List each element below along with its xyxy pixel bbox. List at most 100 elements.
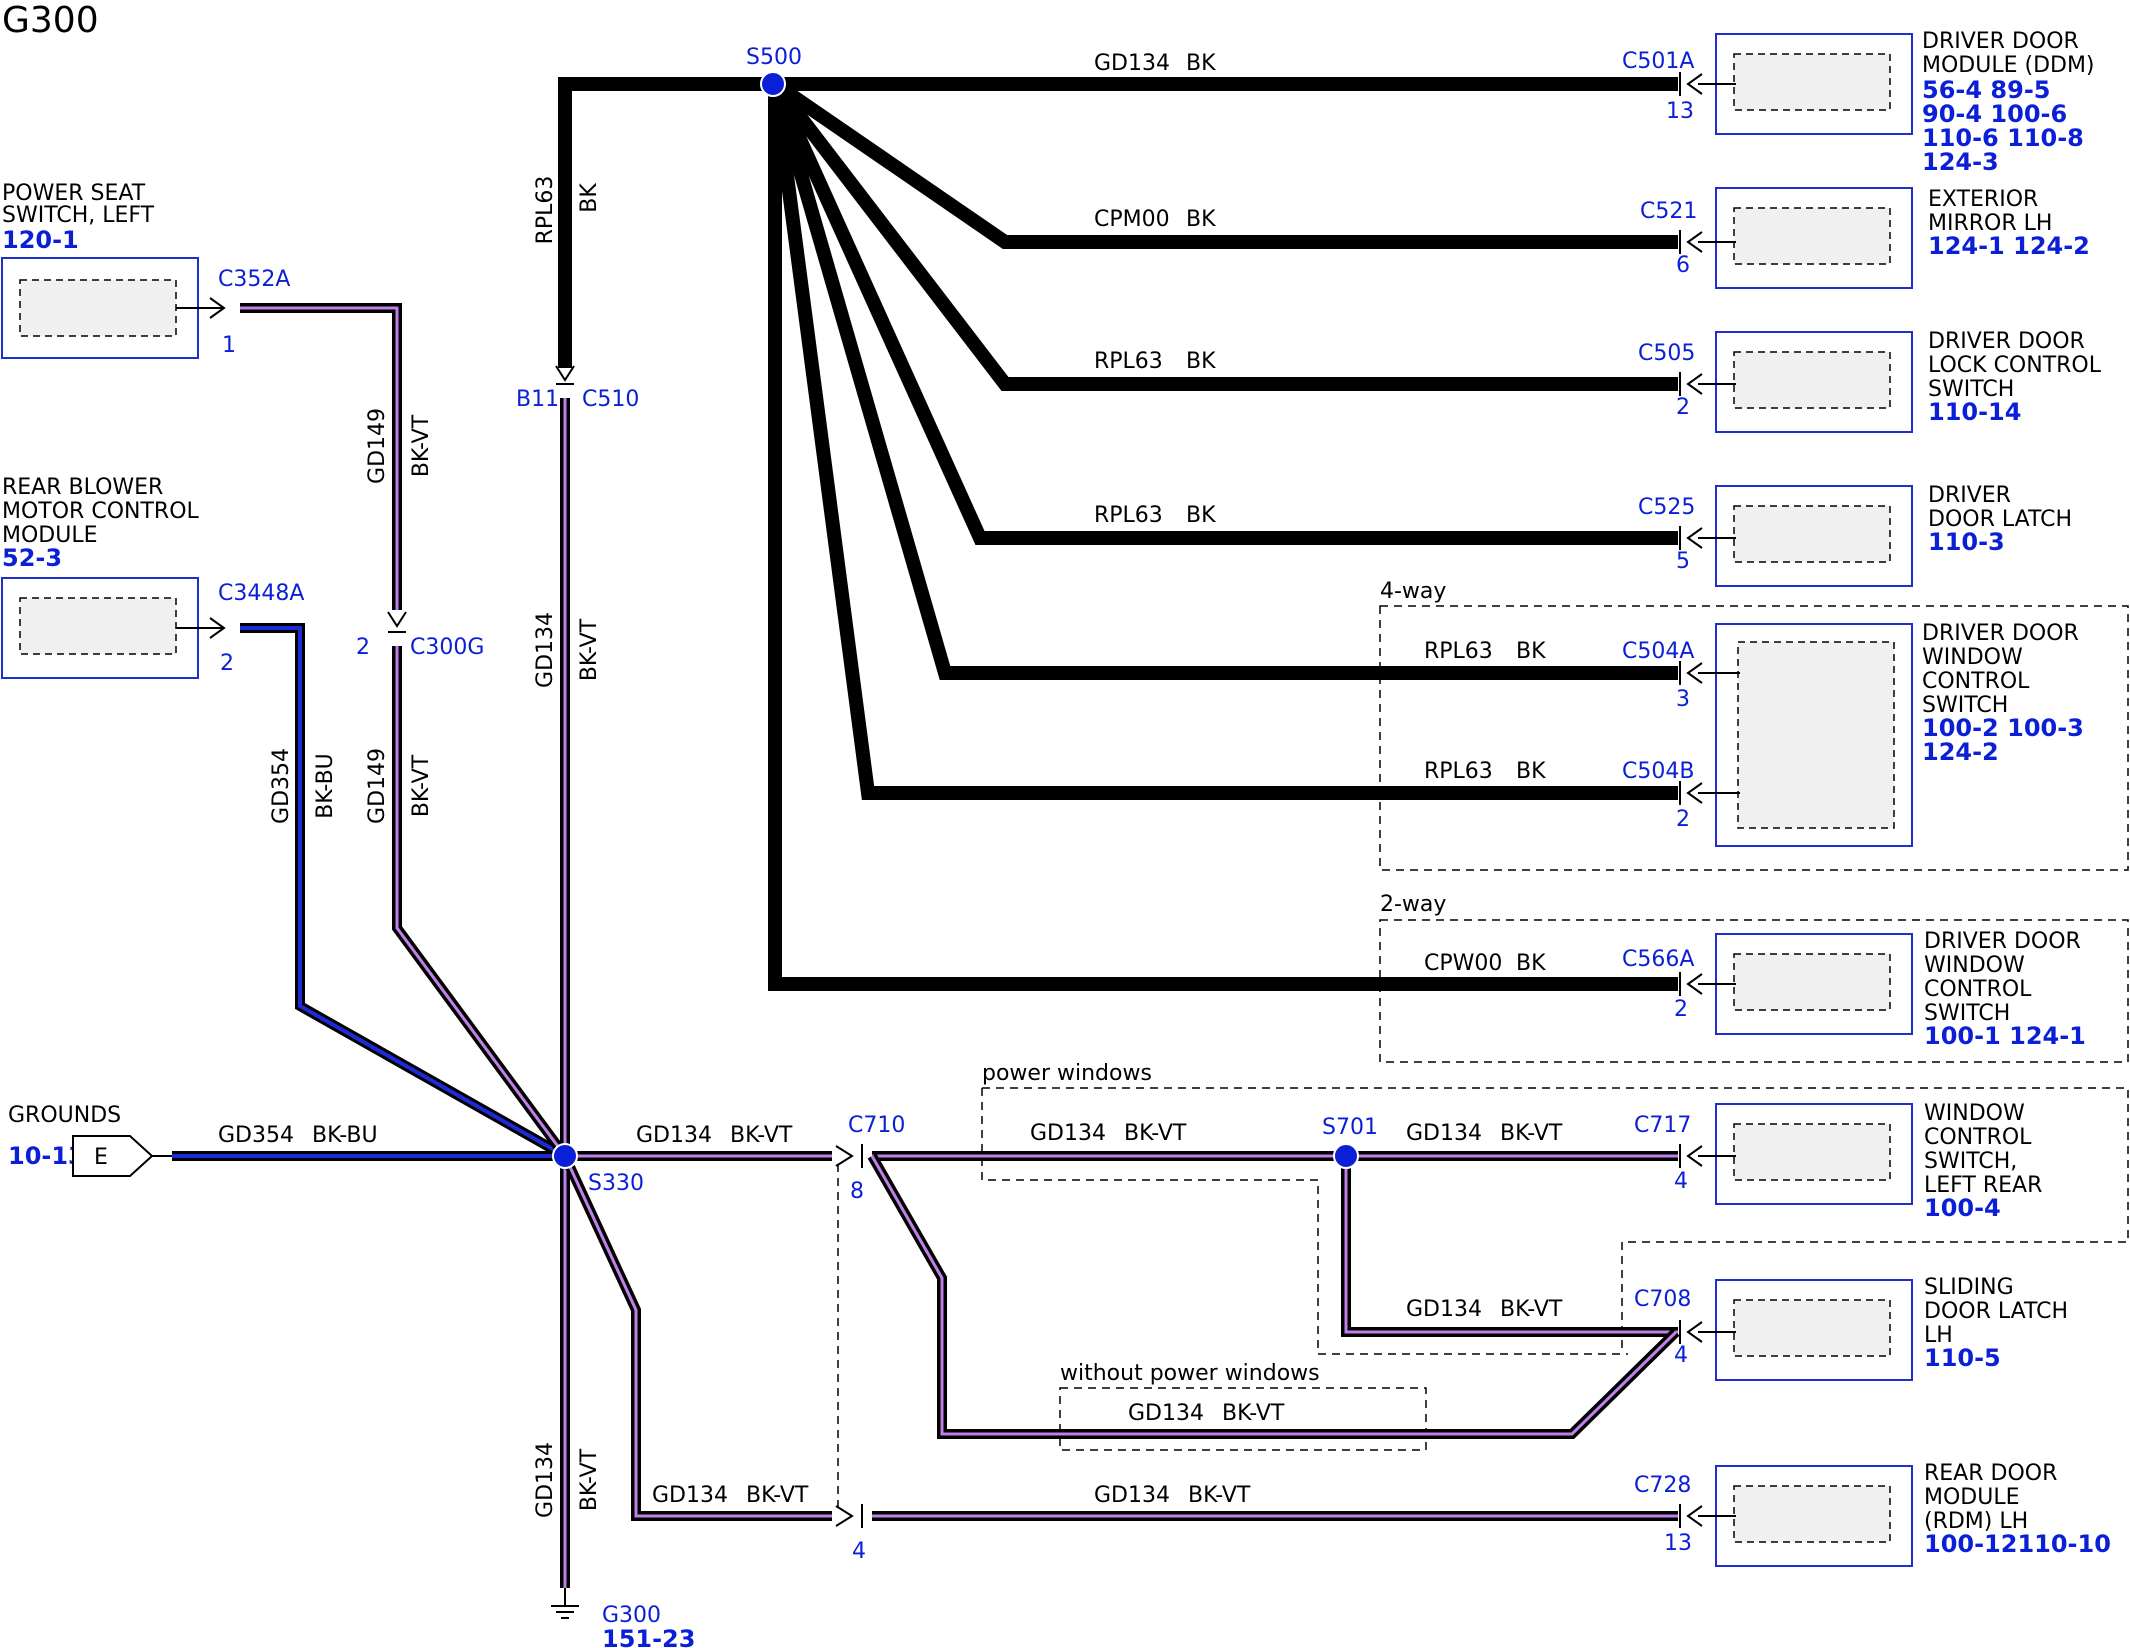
wire-label-bk-vt-vertical: BK-VT <box>409 414 434 477</box>
wire-label-gd134: GD134 <box>1406 1297 1482 1322</box>
window-switch-2way-name-3: CONTROL <box>1924 977 2032 1002</box>
rear-blower-name-3: MODULE <box>2 523 98 548</box>
wire-label-gd134: GD134 <box>1094 1483 1170 1508</box>
wire-label-bk-vt: BK-VT <box>1124 1121 1187 1146</box>
wire-label-bk-bu: BK-BU <box>312 1123 378 1148</box>
ddm-ref-2: 90-4 100-6 <box>1922 100 2067 128</box>
rdm-inner <box>1733 1485 1891 1543</box>
c708-label: C708 <box>1634 1287 1691 1312</box>
sliding-latch-inner <box>1733 1299 1891 1357</box>
window-switch-4way-name-3: CONTROL <box>1922 669 2030 694</box>
wire-label-rpl63-vertical: RPL63 <box>533 176 558 245</box>
c3448a-label: C3448A <box>218 581 304 606</box>
sliding-latch-name-1: SLIDING <box>1924 1275 2014 1300</box>
lock-switch-name-3: SWITCH <box>1928 377 2014 402</box>
wire-label-gd354-vertical: GD354 <box>269 748 294 824</box>
wire-label-bk: BK <box>1186 51 1216 76</box>
power-seat-ref: 120-1 <box>2 226 79 254</box>
grounds-label: GROUNDS <box>8 1103 121 1128</box>
c501a-pin: 13 <box>1666 99 1694 124</box>
wire-label-cpw00: CPW00 <box>1424 951 1502 976</box>
c505-pin: 2 <box>1676 395 1690 420</box>
group-label-2way: 2-way <box>1380 892 1446 917</box>
c566a-pin: 2 <box>1674 997 1688 1022</box>
wire-label-gd134-vertical: GD134 <box>533 612 558 688</box>
rdm-name-1: REAR DOOR <box>1924 1461 2057 1486</box>
ext-mirror-ref: 124-1 124-2 <box>1928 232 2090 260</box>
lock-switch-ref: 110-14 <box>1928 398 2021 426</box>
wire-label-bk-vt-vertical: BK-VT <box>577 618 602 681</box>
c300g-pin: 2 <box>356 635 370 660</box>
group-box-without-power-windows <box>1059 1387 1427 1451</box>
connector-c505-icon <box>1679 372 1736 396</box>
connector-c708-icon <box>1679 1320 1736 1344</box>
window-switch-lr-name-3: SWITCH, <box>1924 1149 2017 1174</box>
door-latch-name-2: DOOR LATCH <box>1928 507 2072 532</box>
wire-label-bk-bu-vertical: BK-BU <box>313 753 338 819</box>
connector-c510-icon <box>555 365 575 385</box>
connector-c728-icon <box>1679 1504 1736 1528</box>
wire-label-bk-vt: BK-VT <box>1500 1297 1563 1322</box>
rear-blower-name-2: MOTOR CONTROL <box>2 499 200 524</box>
lock-switch-name-1: DRIVER DOOR <box>1928 329 2085 354</box>
wire-label-bk: BK <box>1186 349 1216 374</box>
window-switch-4way-name-2: WINDOW <box>1922 645 2023 670</box>
wire-label-gd134: GD134 <box>652 1483 728 1508</box>
c504a-pin: 3 <box>1676 687 1690 712</box>
window-switch-2way-inner <box>1733 953 1891 1011</box>
wire-label-rpl63: RPL63 <box>1424 759 1493 784</box>
wire-gd149-bk-vt-c300g <box>392 646 570 1159</box>
c728-pin: 13 <box>1664 1531 1692 1556</box>
c521-label: C521 <box>1640 199 1697 224</box>
sliding-latch-name-2: DOOR LATCH <box>1924 1299 2068 1324</box>
door-latch-name-1: DRIVER <box>1928 483 2011 508</box>
wire-cpm00-bk-c521 <box>771 78 1678 249</box>
page-title: G300 <box>2 0 99 41</box>
wire-rpl63-bk-c504b <box>768 83 1678 800</box>
group-box-power-windows-left <box>981 1088 1628 1355</box>
wire-label-cpm00: CPM00 <box>1094 207 1170 232</box>
wire-label-bk-vt-vertical: BK-VT <box>409 754 434 817</box>
rdm-name-3: (RDM) LH <box>1924 1509 2028 1534</box>
ddm-ref-1: 56-4 89-5 <box>1922 76 2050 104</box>
ground-ref: 151-23 <box>602 1625 695 1648</box>
sliding-latch-name-3: LH <box>1924 1323 1953 1348</box>
wire-gd134-bk-vt-s701-c708 <box>1341 1156 1678 1337</box>
c717-pin: 4 <box>1674 1169 1688 1194</box>
group-box-4way <box>1379 605 2129 871</box>
splice-s500 <box>760 71 786 97</box>
wire-label-bk-vt: BK-VT <box>746 1483 809 1508</box>
window-switch-2way-name-2: WINDOW <box>1924 953 2025 978</box>
group-label-without-power-windows: without power windows <box>1060 1361 1320 1386</box>
ddm-inner <box>1733 53 1891 111</box>
c3448a-pin: 2 <box>220 651 234 676</box>
c504a-label: C504A <box>1622 639 1694 664</box>
wire-gd354-bk-bu-c3448a <box>240 623 568 1161</box>
connector-c525-icon <box>1679 526 1736 550</box>
power-seat-switch-inner <box>19 279 177 337</box>
splice-s701-label: S701 <box>1322 1115 1378 1140</box>
sliding-latch-ref: 110-5 <box>1924 1344 2001 1372</box>
group-label-4way: 4-way <box>1380 579 1446 604</box>
window-switch-lr-name-2: CONTROL <box>1924 1125 2032 1150</box>
splice-s500-label: S500 <box>746 45 802 70</box>
window-switch-2way-name-1: DRIVER DOOR <box>1924 929 2081 954</box>
splice-s330 <box>552 1143 578 1169</box>
door-latch-inner <box>1733 505 1891 563</box>
rdm-ref: 100-12110-10 <box>1924 1530 2111 1558</box>
c525-label: C525 <box>1638 495 1695 520</box>
wire-label-gd149-vertical: GD149 <box>365 408 390 484</box>
connector-c710-lower-icon <box>835 1504 863 1528</box>
wire-label-bk: BK <box>1186 503 1216 528</box>
c505-label: C505 <box>1638 341 1695 366</box>
c525-pin: 5 <box>1676 549 1690 574</box>
wire-rpl63-bk-c504a <box>768 82 1678 680</box>
ground-name: G300 <box>602 1603 661 1628</box>
c710-pin-8: 8 <box>850 1179 864 1204</box>
window-switch-lr-name-4: LEFT REAR <box>1924 1173 2042 1198</box>
window-switch-lr-name-1: WINDOW <box>1924 1101 2025 1126</box>
c710-label: C710 <box>848 1113 905 1138</box>
wire-label-gd134-vertical: GD134 <box>533 1442 558 1518</box>
wire-label-bk-vertical: BK <box>577 183 602 213</box>
